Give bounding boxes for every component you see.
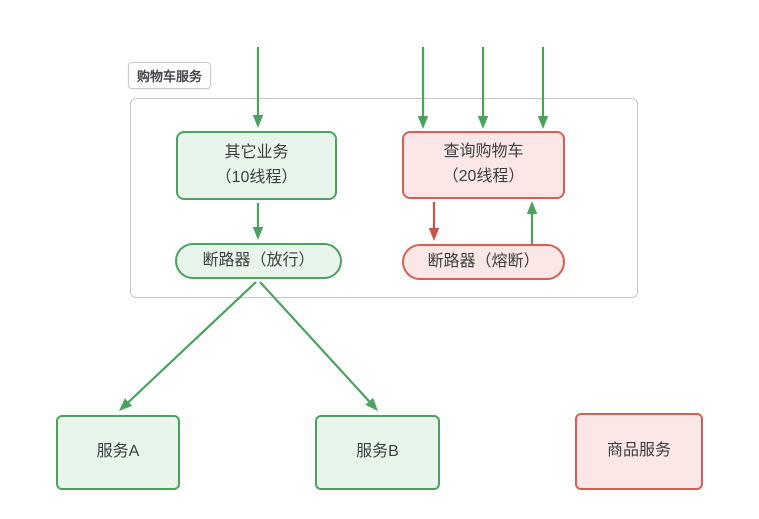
arrow-breaker-pass-to-service-a bbox=[119, 281, 257, 411]
node-service-a-label: 服务A bbox=[96, 443, 140, 461]
arrow-incoming-query-cart-3 bbox=[537, 47, 549, 129]
arrow-breaker-pass-to-service-b bbox=[259, 281, 378, 411]
node-circuit-breaker-pass: 断路器（放行） bbox=[175, 243, 342, 279]
node-product-service-label: 商品服务 bbox=[606, 442, 671, 460]
node-other-business-title: 其它业务 bbox=[224, 143, 289, 161]
arrow-incoming-query-cart-1 bbox=[417, 47, 429, 129]
node-query-cart: 查询购物车 （20线程） bbox=[402, 131, 565, 199]
shopping-cart-service-group-box bbox=[130, 98, 638, 298]
node-other-business: 其它业务 （10线程） bbox=[176, 131, 337, 200]
node-product-service: 商品服务 bbox=[575, 413, 703, 490]
node-circuit-breaker-open: 断路器（熔断） bbox=[402, 244, 565, 280]
node-other-business-threads: （10线程） bbox=[215, 168, 298, 186]
node-circuit-breaker-open-label: 断路器（熔断） bbox=[427, 252, 540, 270]
arrow-other-to-breaker-pass bbox=[252, 203, 264, 240]
node-service-b: 服务B bbox=[315, 415, 440, 490]
node-service-b-label: 服务B bbox=[356, 443, 399, 461]
arrow-incoming-query-cart-2 bbox=[477, 47, 489, 129]
node-service-a: 服务A bbox=[56, 415, 180, 490]
node-query-cart-threads: （20线程） bbox=[442, 168, 525, 185]
group-label-shopping-cart-service: 购物车服务 bbox=[128, 62, 212, 89]
node-circuit-breaker-pass-label: 断路器（放行） bbox=[202, 251, 315, 269]
arrow-breaker-open-to-query bbox=[526, 201, 538, 244]
arrow-query-to-breaker-open bbox=[428, 202, 440, 241]
node-query-cart-title: 查询购物车 bbox=[443, 143, 524, 161]
arrow-incoming-other-business bbox=[252, 47, 264, 128]
